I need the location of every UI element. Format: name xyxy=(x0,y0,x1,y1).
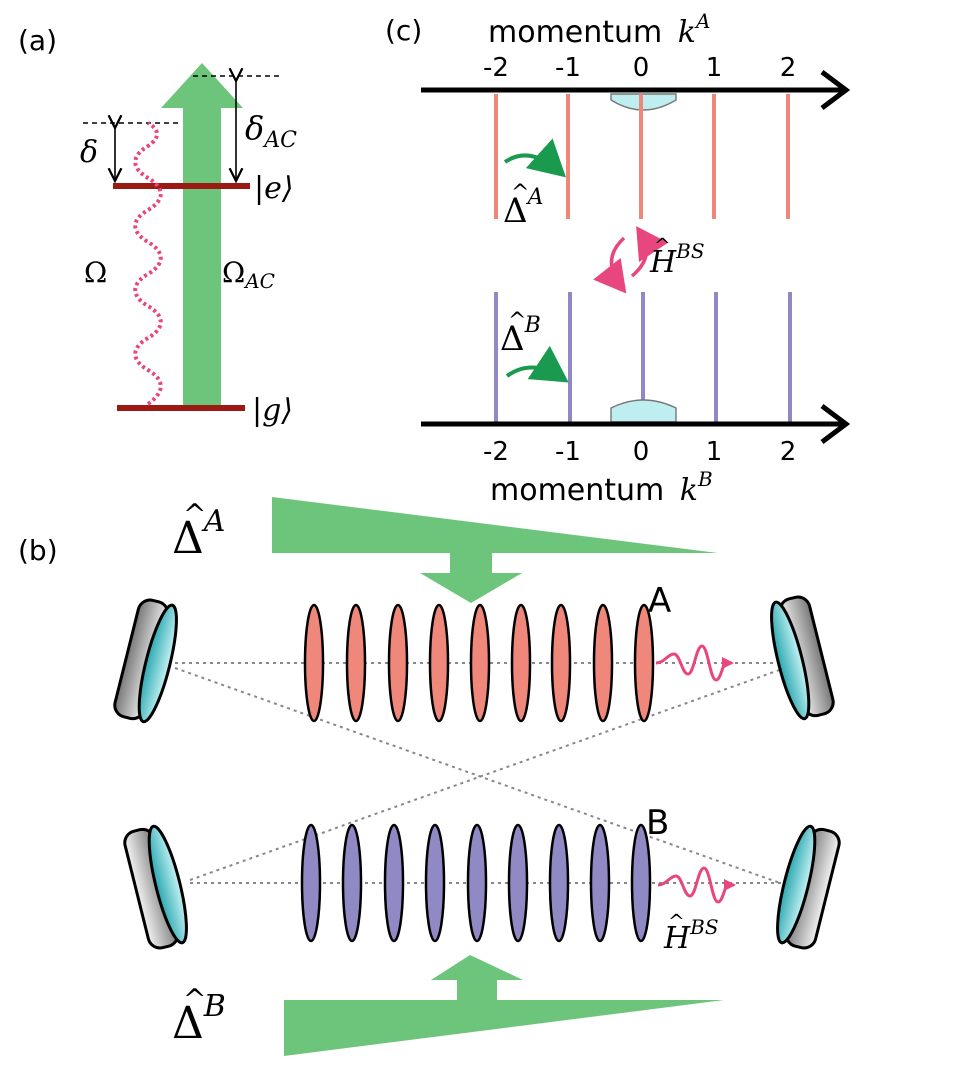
detuning-wedge-a xyxy=(272,497,718,553)
atom-lattice-site xyxy=(383,823,405,943)
tick-label: 1 xyxy=(706,53,723,83)
atom-lattice-site xyxy=(548,823,570,943)
panel-a: (a) δ δAC |e⟩ |g⟩ Ω ΩAC xyxy=(18,24,297,428)
atom-cloud-b xyxy=(300,823,652,943)
panel-b-label: (b) xyxy=(18,534,58,567)
tick-label: 0 xyxy=(633,437,650,467)
tick-label: 2 xyxy=(780,53,797,83)
atom-lattice-site xyxy=(345,603,367,723)
hat-glyph: ^ xyxy=(183,983,206,1016)
atom-lattice-site xyxy=(469,603,491,723)
axis-b-ticks: -2 -1 0 1 2 xyxy=(483,437,796,467)
delta-a-label: ΔA xyxy=(172,504,225,564)
trap-well-top xyxy=(610,93,677,111)
hat-glyph: ^ xyxy=(668,909,685,933)
coupling-arrow-up xyxy=(630,226,669,278)
atom-lattice-site xyxy=(387,603,409,723)
h-bs-label-b: HBS xyxy=(663,915,719,956)
momentum-lines-a xyxy=(494,94,790,219)
beam-arrow-b xyxy=(431,955,523,1000)
omega-label: Ω xyxy=(84,256,107,289)
delta-b-hat-label: ΔB xyxy=(500,313,541,359)
atom-lattice-site xyxy=(303,603,325,723)
atom-lattice-site xyxy=(510,603,532,723)
axis-a-arrowhead xyxy=(820,70,851,110)
atom-lattice-site xyxy=(466,823,488,943)
tick-label: -1 xyxy=(555,437,581,467)
tick-label: 2 xyxy=(780,437,797,467)
ac-light-arrow xyxy=(161,63,243,408)
atom-lattice-site xyxy=(550,603,572,723)
probe-wave xyxy=(133,121,163,406)
delta-ac-label: δAC xyxy=(245,109,297,153)
photon-wave-a xyxy=(655,644,732,682)
hat-glyph: ^ xyxy=(511,181,529,206)
tick-label: 0 xyxy=(633,53,650,83)
mirror-bottom-right xyxy=(776,824,841,950)
hat-glyph: ^ xyxy=(183,498,206,531)
excited-state-label: |e⟩ xyxy=(254,171,294,206)
hat-glyph: ^ xyxy=(654,233,671,257)
h-bs-label-c: HBS xyxy=(649,239,705,280)
coupling-arrow-down xyxy=(593,236,627,294)
momentum-lines-b xyxy=(494,292,792,422)
mirror-top-left xyxy=(113,598,178,724)
atom-lattice-site xyxy=(424,823,446,943)
tick-label: -2 xyxy=(483,53,509,83)
atom-lattice-site xyxy=(630,823,652,943)
atom-lattice-site xyxy=(592,603,614,723)
panel-c: (c) momentum kA -2 -1 0 1 2 ΔA xyxy=(385,9,851,508)
axis-a-title: momentum kA xyxy=(488,9,710,50)
ground-state-label: |g⟩ xyxy=(252,393,293,428)
atom-lattice-site xyxy=(589,823,611,943)
atom-lattice-site xyxy=(300,823,322,943)
tick-label: 1 xyxy=(706,437,723,467)
delta-a-hat-label: ΔA xyxy=(503,185,543,231)
cavity-paths xyxy=(174,662,786,884)
cloud-a-label: A xyxy=(648,581,671,621)
atom-lattice-site xyxy=(428,603,450,723)
atom-lattice-site xyxy=(633,603,655,723)
axis-a-ticks: -2 -1 0 1 2 xyxy=(483,53,796,83)
panel-b: (b) ΔA ^ xyxy=(18,497,841,1056)
trap-well-bottom xyxy=(610,399,677,423)
delta-b-label: ΔB xyxy=(172,989,226,1049)
hat-glyph: ^ xyxy=(508,309,526,334)
omega-ac-label: ΩAC xyxy=(222,256,275,293)
atom-cloud-a xyxy=(303,603,655,723)
detuning-wedge-b xyxy=(284,1000,724,1056)
axis-b-title: momentum kB xyxy=(490,467,713,508)
atom-lattice-site xyxy=(507,823,529,943)
atom-lattice-site xyxy=(341,823,363,943)
mirror-bottom-left xyxy=(123,824,188,950)
panel-a-label: (a) xyxy=(18,24,57,57)
cloud-b-label: B xyxy=(646,803,669,843)
hop-arrow-b xyxy=(505,345,569,383)
cavity-cross-path-1 xyxy=(174,667,781,884)
panel-c-label: (c) xyxy=(385,14,422,47)
delta-label: δ xyxy=(80,135,98,170)
photon-wave-b xyxy=(657,866,734,904)
mirror-top-right xyxy=(770,595,835,721)
axis-b-arrowhead xyxy=(820,404,851,444)
photon-arrowhead-a xyxy=(722,657,734,669)
photon-arrowhead-b xyxy=(724,879,736,891)
cavity-cross-path-2 xyxy=(189,667,786,881)
tick-label: -2 xyxy=(483,437,509,467)
hop-arrow-a xyxy=(503,138,566,178)
tick-label: -1 xyxy=(555,53,581,83)
beam-arrow-a xyxy=(420,553,522,603)
